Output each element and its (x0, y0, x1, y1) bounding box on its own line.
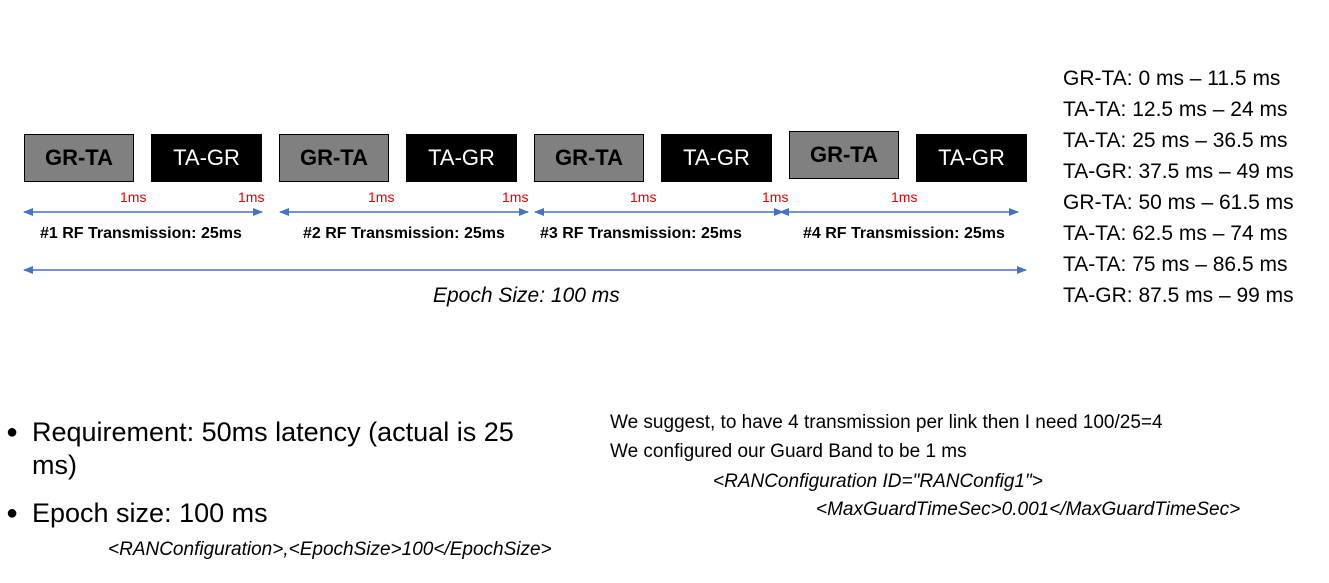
transmission-label-2: #2 RF Transmission: 25ms (303, 225, 505, 242)
guard-label: 1ms (891, 189, 918, 205)
transmission-label-3: #3 RF Transmission: 25ms (540, 225, 742, 242)
guard-label: 1ms (368, 189, 395, 205)
transmission-label-1: #1 RF Transmission: 25ms (40, 225, 242, 242)
guard-label: 1ms (502, 189, 529, 205)
block-label: GR-TA (299, 145, 369, 170)
block-ta-gr-1: TA-GR (151, 134, 262, 182)
note-line-2: We configured our Guard Band to be 1 ms (610, 441, 967, 462)
requirement-line-2: ms) (32, 450, 77, 480)
epoch-xml: <RANConfiguration>,<EpochSize>100</Epoch… (108, 539, 552, 560)
epoch-label: Epoch Size: 100 ms (433, 284, 620, 307)
block-ta-gr-4: TA-GR (916, 134, 1027, 182)
schedule-item: TA-GR: 37.5 ms – 49 ms (1063, 160, 1294, 183)
block-label: TA-GR (173, 145, 240, 170)
guard-label: 1ms (630, 189, 657, 205)
transmission-label-4: #4 RF Transmission: 25ms (803, 225, 1005, 242)
guard-label: 1ms (238, 189, 265, 205)
block-label: GR-TA (44, 145, 114, 170)
block-label: GR-TA (809, 142, 879, 167)
ran-config-xml: <RANConfiguration ID="RANConfig1"> (713, 471, 1043, 492)
block-gr-ta-3: GR-TA (534, 134, 644, 182)
schedule-item: TA-GR: 87.5 ms – 99 ms (1063, 284, 1294, 307)
schedule-item: TA-TA: 62.5 ms – 74 ms (1063, 222, 1288, 245)
block-label: TA-GR (428, 145, 495, 170)
schedule-list: GR-TA: 0 ms – 11.5 ms TA-TA: 12.5 ms – 2… (1063, 63, 1294, 311)
max-guard-xml: <MaxGuardTimeSec>0.001</MaxGuardTimeSec> (816, 499, 1241, 520)
epoch-bullet: ● Epoch size: 100 ms (6, 497, 268, 530)
schedule-item: GR-TA: 0 ms – 11.5 ms (1063, 67, 1281, 90)
requirement-bullet: ● Requirement: 50ms latency (actual is 2… (6, 416, 514, 482)
schedule-item: TA-TA: 75 ms – 86.5 ms (1063, 253, 1288, 276)
block-label: GR-TA (554, 145, 624, 170)
bullet-dot: ● (6, 502, 19, 524)
block-gr-ta-1: GR-TA (24, 134, 134, 182)
block-gr-ta-4: GR-TA (789, 131, 899, 179)
block-gr-ta-2: GR-TA (279, 134, 389, 182)
block-label: TA-GR (938, 145, 1005, 170)
block-label: TA-GR (683, 145, 750, 170)
block-ta-gr-3: TA-GR (661, 134, 772, 182)
note-line-1: We suggest, to have 4 transmission per l… (610, 412, 1163, 433)
guard-label: 1ms (120, 189, 147, 205)
schedule-item: GR-TA: 50 ms – 61.5 ms (1063, 191, 1294, 214)
bullet-dot: ● (6, 421, 19, 443)
schedule-item: TA-TA: 25 ms – 36.5 ms (1063, 129, 1288, 152)
requirement-line-1: Requirement: 50ms latency (actual is 25 (32, 417, 514, 447)
epoch-size-text: Epoch size: 100 ms (32, 498, 268, 528)
block-ta-gr-2: TA-GR (406, 134, 517, 182)
schedule-item: TA-TA: 12.5 ms – 24 ms (1063, 98, 1288, 121)
guard-label: 1ms (762, 189, 789, 205)
